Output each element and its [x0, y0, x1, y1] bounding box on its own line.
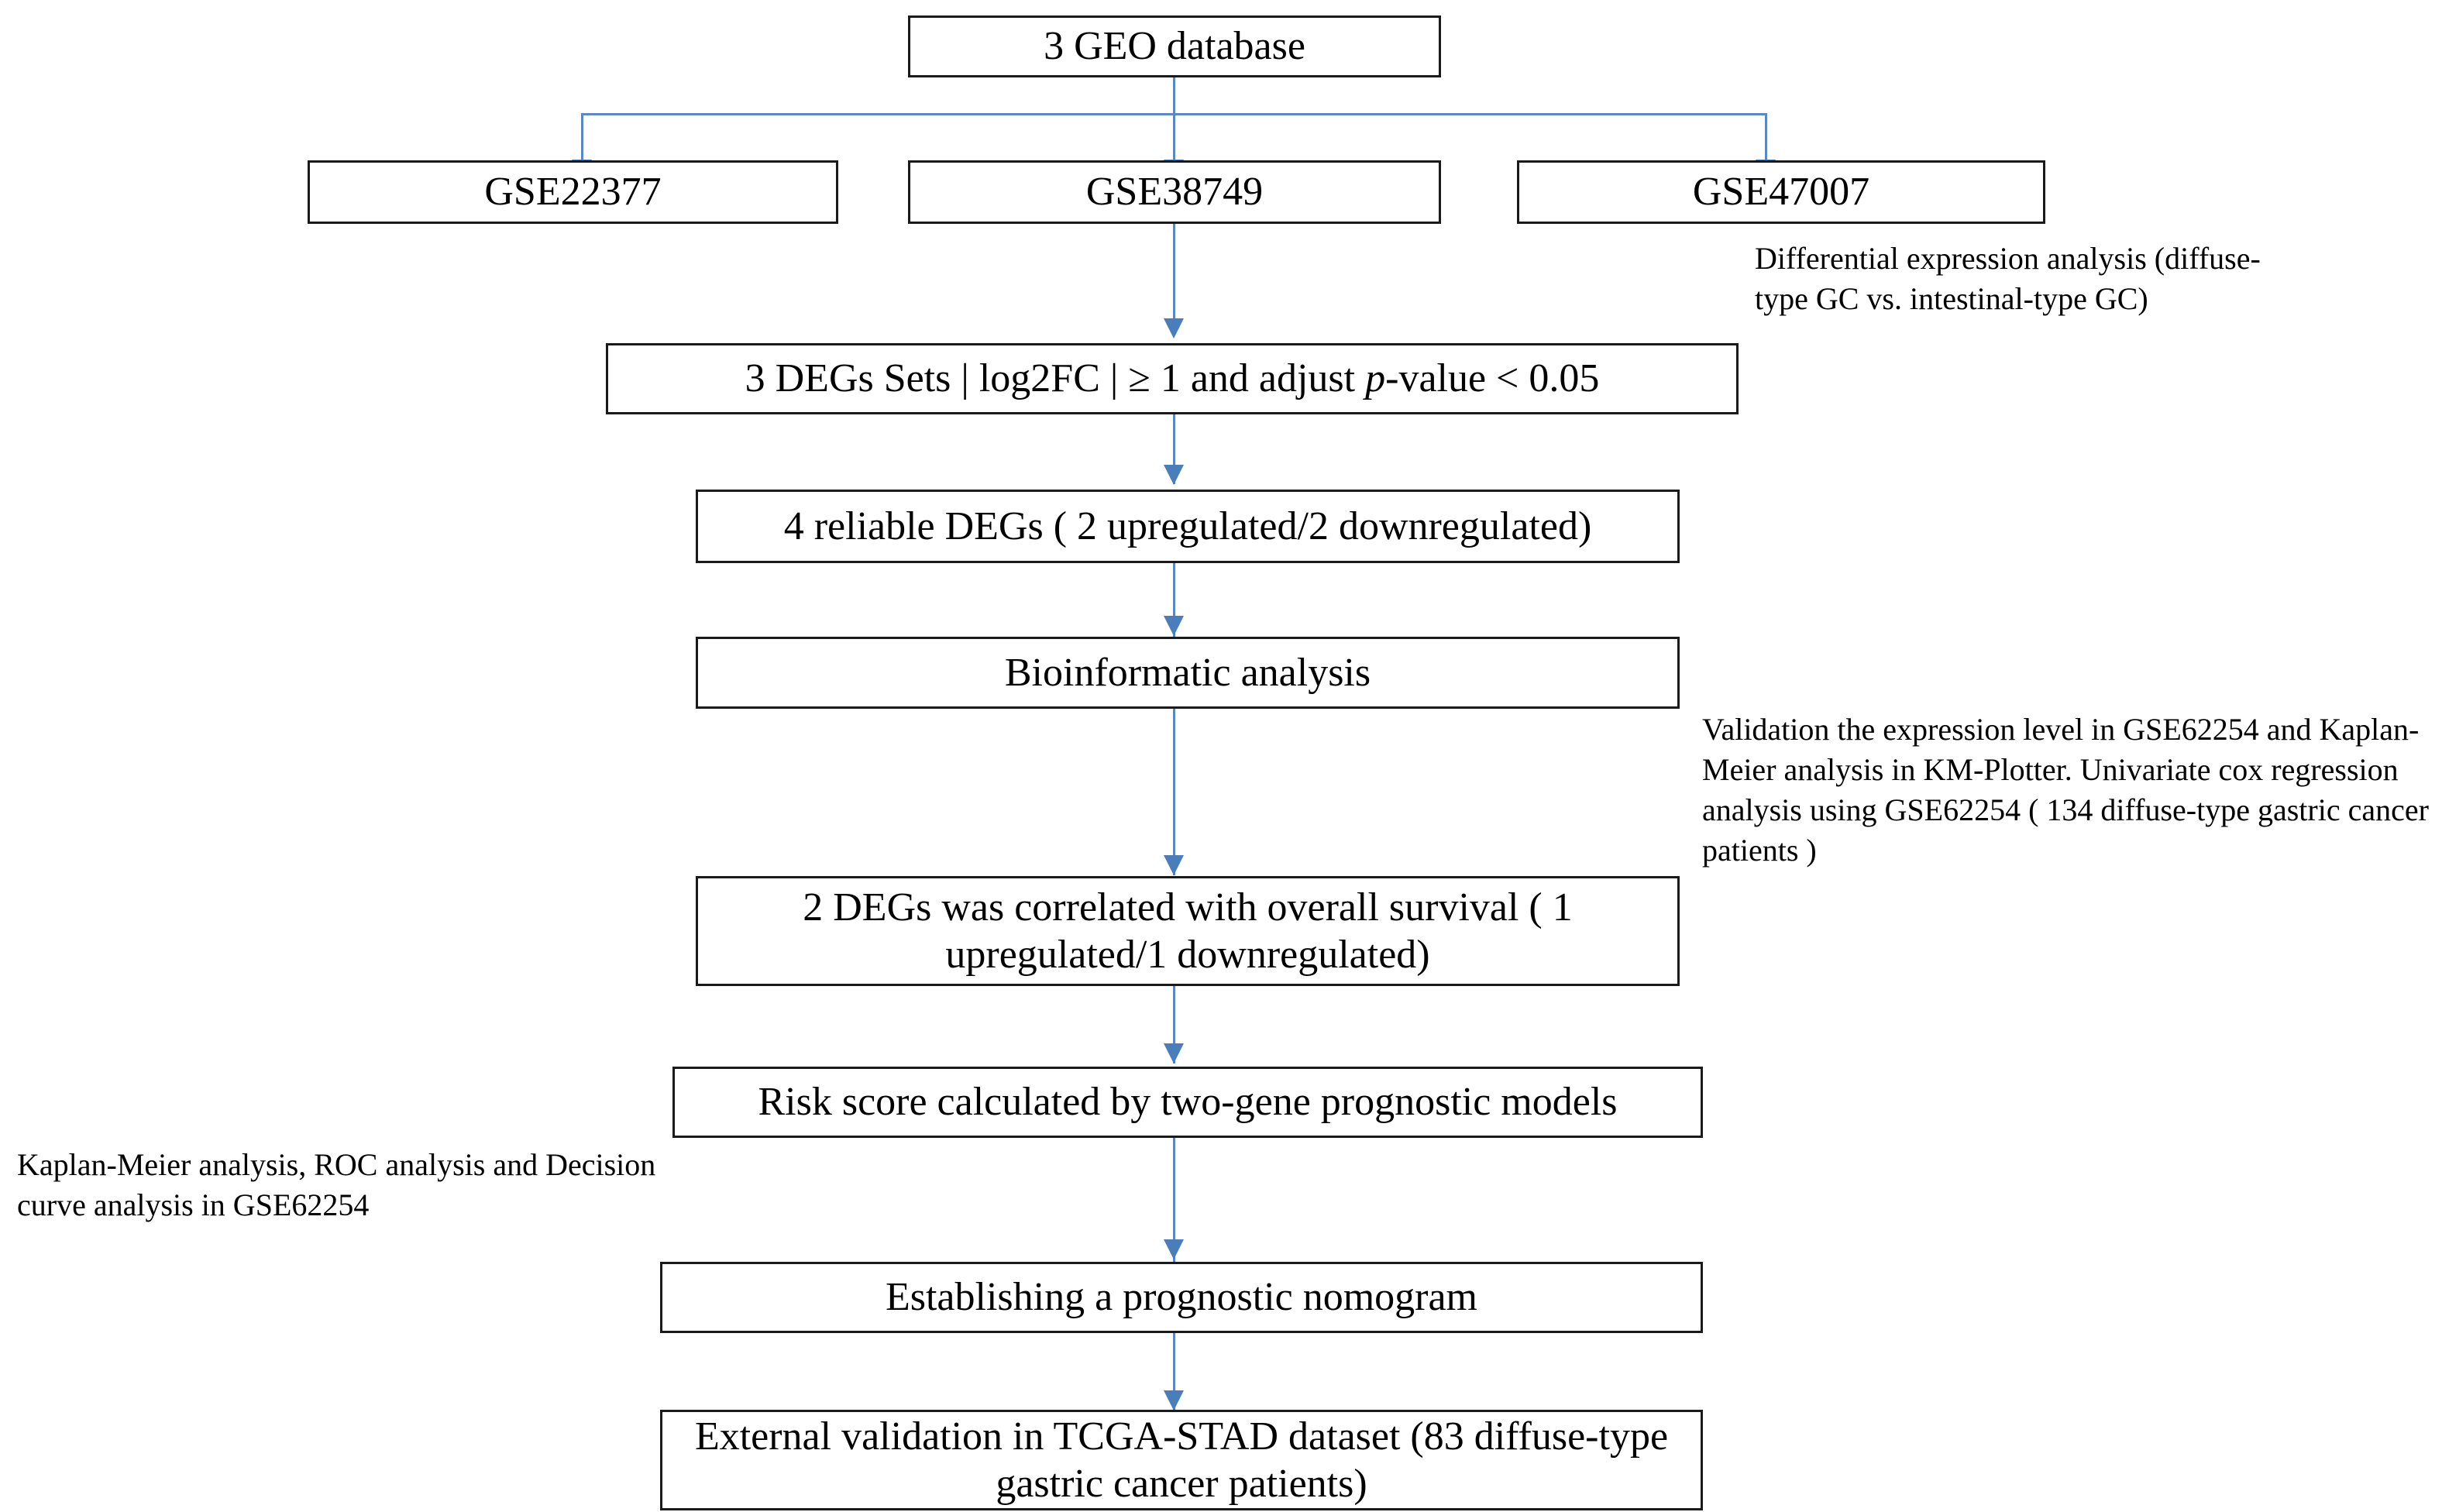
connector-survival-to-riskscore: [1173, 986, 1175, 1064]
connector-bioinformatic-to-survival: [1173, 709, 1175, 875]
node-reliable-degs-label: 4 reliable DEGs ( 2 upregulated/2 downre…: [783, 503, 1592, 548]
node-reliable-degs: 4 reliable DEGs ( 2 upregulated/2 downre…: [696, 490, 1680, 563]
arrowhead-risk-score: [1164, 1043, 1184, 1064]
connector-branch-right: [1765, 113, 1767, 166]
node-degs-sets: 3 DEGs Sets | log2FC | ≥ 1 and adjust p-…: [606, 343, 1739, 414]
connector-nomogram-to-external: [1173, 1333, 1175, 1411]
connector-branch-left: [581, 113, 583, 166]
connector-reliable-to-bioinformatic: [1173, 563, 1175, 637]
node-gse47007: GSE47007: [1517, 160, 2045, 224]
annotation-km-roc-dca: Kaplan-Meier analysis, ROC analysis and …: [17, 1147, 656, 1222]
arrowhead-degs-survival: [1164, 855, 1184, 875]
annotation-validation-kmplotter: Validation the expression level in GSE62…: [1702, 712, 2429, 868]
node-degs-overall-survival-label: 2 DEGs was correlated with overall survi…: [803, 885, 1573, 977]
node-bioinformatic-analysis: Bioinformatic analysis: [696, 637, 1680, 709]
node-external-validation: External validation in TCGA-STAD dataset…: [660, 1410, 1703, 1510]
node-gse47007-label: GSE47007: [1692, 170, 1870, 215]
connector-degs-to-reliable: [1173, 414, 1175, 484]
node-degs-sets-label: 3 DEGs Sets | log2FC | ≥ 1 and adjust p-…: [745, 356, 1600, 401]
node-risk-score: Risk score calculated by two-gene progno…: [672, 1067, 1703, 1138]
node-gse38749-label: GSE38749: [1085, 170, 1264, 215]
node-gse22377-label: GSE22377: [484, 170, 662, 215]
node-gse38749: GSE38749: [908, 160, 1441, 224]
node-prognostic-nomogram: Establishing a prognostic nomogram: [660, 1262, 1703, 1333]
node-risk-score-label: Risk score calculated by two-gene progno…: [758, 1080, 1618, 1125]
arrowhead-bioinformatic: [1164, 616, 1184, 636]
connector-riskscore-to-nomogram: [1173, 1138, 1175, 1262]
connector-geo-to-bus: [1173, 77, 1175, 115]
arrowhead-external-validation: [1164, 1390, 1184, 1411]
arrowhead-degs-sets: [1164, 318, 1184, 338]
node-external-validation-label: External validation in TCGA-STAD dataset…: [694, 1414, 1669, 1506]
node-prognostic-nomogram-label: Establishing a prognostic nomogram: [885, 1275, 1477, 1320]
node-geo-database: 3 GEO database: [908, 15, 1441, 77]
node-geo-database-label: 3 GEO database: [1044, 24, 1305, 69]
annotation-differential-expression: Differential expression analysis (diffus…: [1755, 241, 2261, 316]
degs-sets-italic-p: p: [1365, 356, 1386, 401]
node-gse22377: GSE22377: [308, 160, 838, 224]
connector-branch-middle: [1173, 113, 1175, 166]
arrowhead-reliable-degs: [1164, 465, 1184, 485]
arrowhead-nomogram: [1164, 1239, 1184, 1259]
node-bioinformatic-analysis-label: Bioinformatic analysis: [1004, 650, 1371, 695]
connector-gse38749-to-degs: [1173, 224, 1175, 325]
node-degs-overall-survival: 2 DEGs was correlated with overall survi…: [696, 876, 1680, 986]
